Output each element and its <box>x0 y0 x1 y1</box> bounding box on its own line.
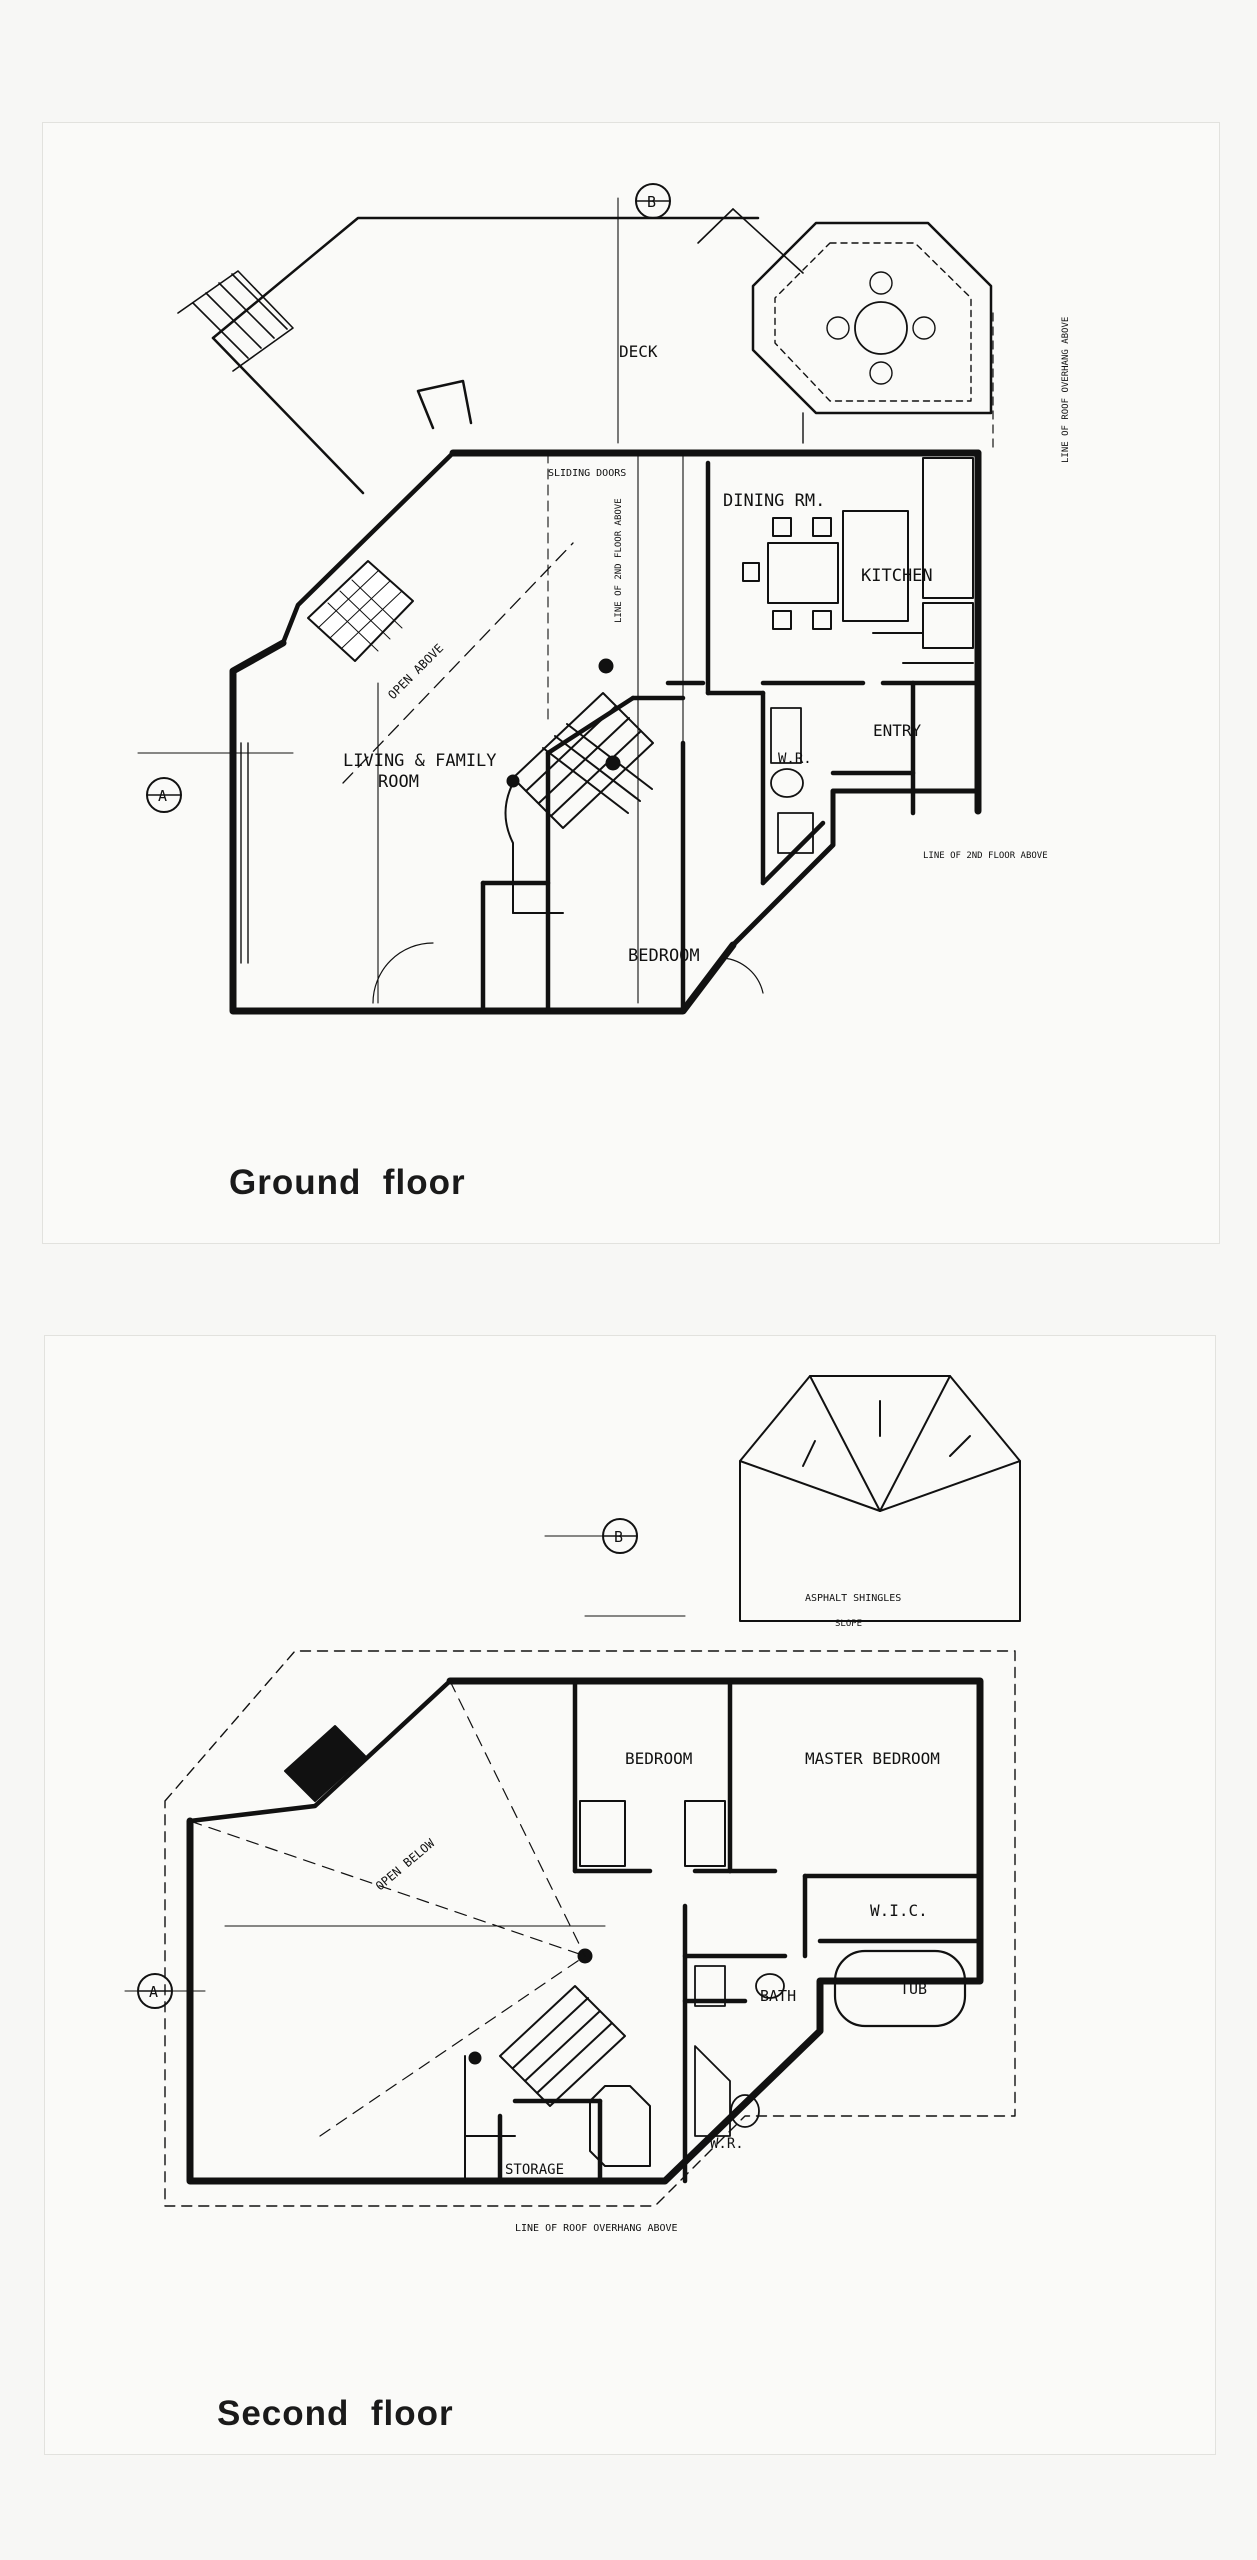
room-label-master: MASTER BEDROOM <box>805 1749 940 1768</box>
section-label-a: A <box>158 787 167 805</box>
room-label-dining: DINING RM. <box>723 491 825 511</box>
room-label-kitchen: KITCHEN <box>861 566 933 586</box>
room-label-tub: TUB <box>900 1980 927 1998</box>
ground-floor-panel: DECK DINING RM. KITCHEN LIVING & FAMILY … <box>42 122 1220 1244</box>
kitchen-counters <box>872 457 974 664</box>
note-line-roof-second: LINE OF ROOF OVERHANG ABOVE <box>515 2223 678 2234</box>
room-label-second-bedroom: BEDROOM <box>625 1749 692 1768</box>
room-label-living: LIVING & FAMILY <box>343 751 497 771</box>
note-line-2nd-floor-above: LINE OF 2ND FLOOR ABOVE <box>923 851 1048 861</box>
room-label-second-wc: W.R. <box>710 2136 744 2152</box>
second-floor-panel: BEDROOM MASTER BEDROOM W.I.C. TUB BATH W… <box>44 1335 1216 2455</box>
second-section-label-a: A <box>149 1983 158 2001</box>
caption-ground-floor: Ground floor <box>229 1163 466 1202</box>
main-stair <box>504 692 654 914</box>
room-label-bedroom: BEDROOM <box>628 946 700 966</box>
chimney <box>284 1725 366 1802</box>
room-label-living-2: ROOM <box>378 772 419 792</box>
note-sliding-doors: SLIDING DOORS <box>548 468 626 479</box>
ground-floor-plan: DECK DINING RM. KITCHEN LIVING & FAMILY … <box>137 183 1071 1015</box>
exterior-wall-west <box>229 639 737 1015</box>
second-floor-plan: BEDROOM MASTER BEDROOM W.I.C. TUB BATH W… <box>124 1375 1021 2234</box>
room-label-wic: W.I.C. <box>870 1901 928 1920</box>
wc-fixtures <box>770 707 814 854</box>
note-asphalt: ASPHALT SHINGLES <box>805 1593 901 1604</box>
room-label-wc: W.R. <box>778 751 812 767</box>
interior-walls <box>480 460 981 1014</box>
round-table <box>854 301 908 355</box>
room-label-entry: ENTRY <box>873 721 922 740</box>
note-line-2nd-floor: LINE OF 2ND FLOOR ABOVE <box>614 498 624 623</box>
note-line-roof: LINE OF ROOF OVERHANG ABOVE <box>1061 317 1071 463</box>
note-open-below: OPEN BELOW <box>373 1836 438 1894</box>
room-label-storage: STORAGE <box>505 2162 564 2178</box>
note-slope: SLOPE <box>835 1619 862 1629</box>
second-exterior-wall <box>186 1677 984 2185</box>
room-label-bath: BATH <box>760 1987 796 2005</box>
fireplace <box>307 560 414 662</box>
roof-overhang-line <box>164 1650 1016 2207</box>
note-open-above: OPEN ABOVE <box>385 641 446 702</box>
second-interior-walls <box>497 1678 983 2184</box>
caption-second-floor: Second floor <box>217 2394 454 2433</box>
bathtub <box>833 1949 967 2028</box>
second-stair <box>464 1985 626 2182</box>
octagon-room <box>589 2085 651 2167</box>
room-label-deck: DECK <box>619 342 658 361</box>
section-label-b: B <box>647 193 656 211</box>
deck-outline <box>211 216 760 340</box>
gazebo-roof <box>739 1375 1021 1622</box>
dining-set <box>742 510 909 630</box>
bath-fixtures <box>694 1965 785 2137</box>
exterior-stair <box>177 270 294 372</box>
second-section-label-b: B <box>614 1528 623 1546</box>
gazebo-outline <box>751 221 993 415</box>
